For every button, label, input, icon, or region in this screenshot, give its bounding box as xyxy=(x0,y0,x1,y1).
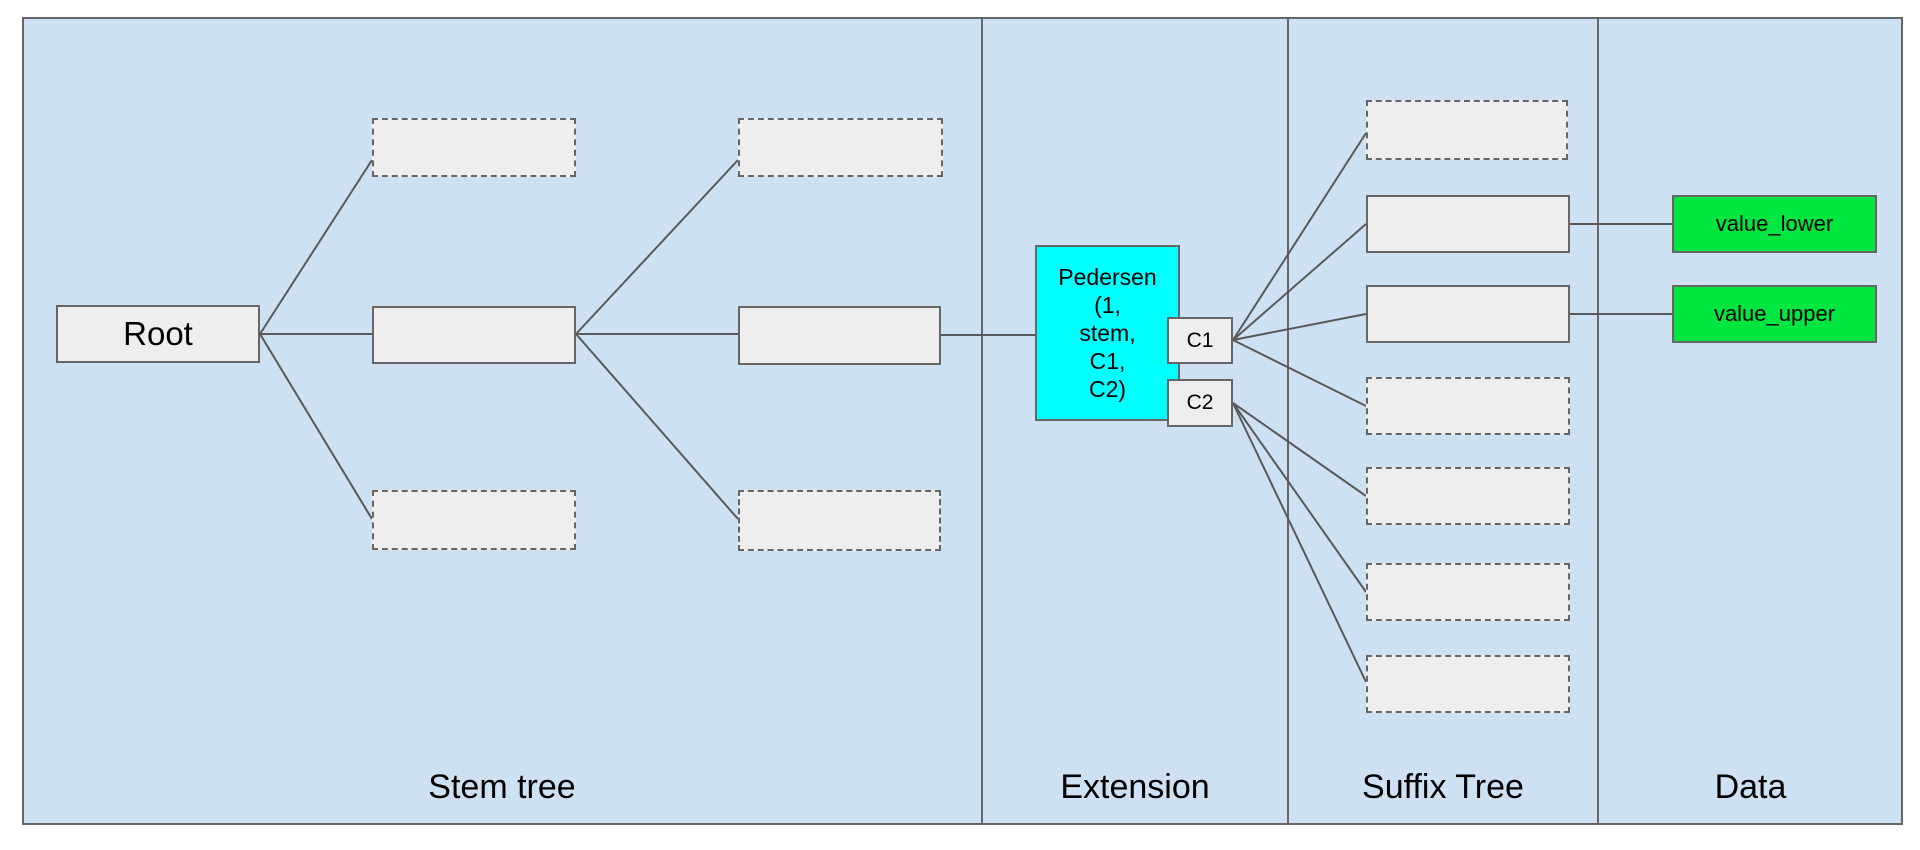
node-root: Root xyxy=(56,305,260,363)
node-stem-level3-bottom xyxy=(738,490,941,551)
node-c2: C2 xyxy=(1167,379,1233,427)
node-stem-level2-bottom xyxy=(372,490,576,550)
node-stem-level2-top xyxy=(372,118,576,177)
node-suffix-6 xyxy=(1366,563,1570,621)
node-suffix-7 xyxy=(1366,655,1570,713)
node-suffix-5 xyxy=(1366,467,1570,525)
node-suffix-2 xyxy=(1366,195,1570,253)
node-pedersen-commitment: Pedersen (1, stem, C1, C2) xyxy=(1035,245,1180,421)
column-label-data: Data xyxy=(1714,768,1787,806)
column-label-extension: Extension xyxy=(1060,768,1210,806)
node-suffix-4 xyxy=(1366,377,1570,435)
column-label-stem-tree: Stem tree xyxy=(428,768,576,806)
column-label-suffix-tree: Suffix Tree xyxy=(1362,768,1524,806)
node-stem-level3-top xyxy=(738,118,943,177)
node-c1: C1 xyxy=(1167,317,1233,364)
diagram-background xyxy=(22,17,1903,825)
node-stem-level2-middle xyxy=(372,306,576,364)
node-value-lower: value_lower xyxy=(1672,195,1877,253)
node-stem-level3-middle xyxy=(738,306,941,365)
node-suffix-1 xyxy=(1366,100,1568,160)
node-value-upper: value_upper xyxy=(1672,285,1877,343)
node-suffix-3 xyxy=(1366,285,1570,343)
